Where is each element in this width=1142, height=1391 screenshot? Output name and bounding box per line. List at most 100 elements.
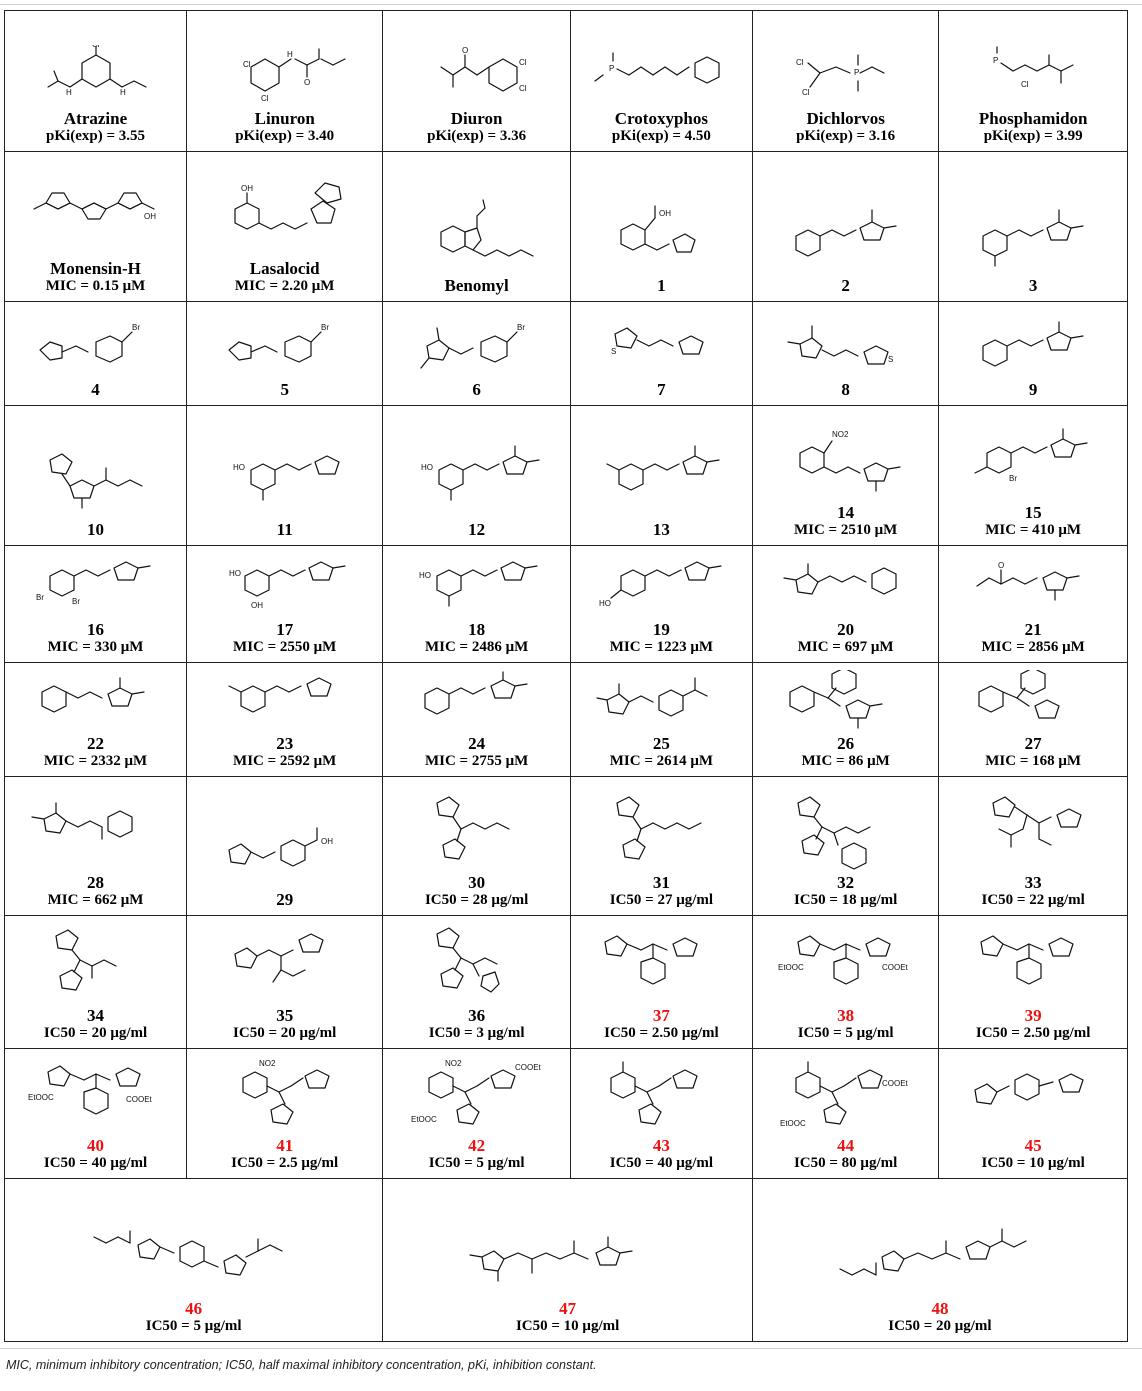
table-row: 10 HO 11 HO 12 bbox=[3, 405, 1128, 546]
activity-value: pKi(exp) = 3.16 bbox=[796, 128, 896, 144]
svg-text:Br: Br bbox=[36, 593, 44, 602]
activity-value: IC50 = 2.50 μg/ml bbox=[604, 1025, 719, 1041]
compound-cell-38: EtOOC COOEt 38 IC50 = 5 μg/ml bbox=[751, 915, 940, 1049]
compound-name: 31 bbox=[652, 873, 670, 892]
structure-8: S bbox=[787, 325, 893, 365]
svg-text:Cl: Cl bbox=[243, 60, 251, 69]
activity-value: pKi(exp) = 3.36 bbox=[427, 128, 527, 144]
structure-7: S bbox=[611, 327, 704, 356]
svg-text:Cl: Cl bbox=[519, 84, 527, 93]
structure-lasalocid: OH bbox=[234, 182, 342, 230]
activity-value: IC50 = 20 μg/ml bbox=[888, 1318, 992, 1334]
compound-cell-41: NO2 41 IC50 = 2.5 μg/ml bbox=[186, 1048, 384, 1179]
activity-value: pKi(exp) = 3.55 bbox=[46, 128, 145, 144]
structure-45 bbox=[974, 1073, 1084, 1105]
compound-name: 1 bbox=[657, 276, 666, 295]
compound-cell-25: 25 MIC = 2614 μM bbox=[569, 662, 753, 777]
svg-text:Cl: Cl bbox=[796, 58, 804, 67]
compound-name: Linuron bbox=[254, 109, 315, 128]
compound-name: 13 bbox=[652, 520, 670, 539]
structure-14: NO2 bbox=[799, 430, 901, 492]
svg-text:EtOOC: EtOOC bbox=[778, 963, 804, 972]
compound-name: 9 bbox=[1028, 380, 1038, 399]
compound-cell-40: EtOOC COOEt 40 IC50 = 40 μg/ml bbox=[3, 1048, 188, 1179]
structure-24 bbox=[424, 671, 528, 715]
structure-atrazine: Cl HH bbox=[46, 45, 147, 97]
compound-name: 47 bbox=[559, 1299, 577, 1318]
activity-value: IC50 = 40 μg/ml bbox=[609, 1155, 714, 1171]
compound-name: 28 bbox=[87, 873, 105, 892]
compound-cell-45: 45 IC50 = 10 μg/ml bbox=[938, 1048, 1128, 1179]
activity-value: MIC = 410 μM bbox=[985, 522, 1082, 538]
svg-text:S: S bbox=[888, 355, 893, 364]
svg-text:O: O bbox=[998, 561, 1004, 570]
activity-value: IC50 = 5 μg/ml bbox=[797, 1025, 894, 1041]
table-row: OH Monensin-H MIC = 0.15 μM OH Lasalocid… bbox=[3, 151, 1128, 302]
structure-4: Br bbox=[38, 323, 140, 363]
compound-cell-monensin: OH Monensin-H MIC = 0.15 μM bbox=[3, 151, 188, 302]
compound-cell-46: 46 IC50 = 5 μg/ml bbox=[3, 1178, 384, 1342]
svg-text:EtOOC: EtOOC bbox=[780, 1119, 806, 1128]
activity-value: MIC = 330 μM bbox=[47, 639, 144, 655]
compound-cell-9: 9 bbox=[938, 301, 1128, 406]
structure-42: NO2 COOEt EtOOC bbox=[411, 1059, 541, 1125]
svg-text:H: H bbox=[120, 88, 126, 97]
structure-12: HO bbox=[421, 445, 540, 501]
structure-13 bbox=[606, 445, 720, 491]
compound-name: 48 bbox=[931, 1299, 949, 1318]
structure-39 bbox=[980, 935, 1074, 985]
structure-33 bbox=[992, 796, 1082, 848]
table-row: 46 IC50 = 5 μg/ml 47 IC50 = 10 μg/ml bbox=[3, 1178, 1129, 1342]
compound-cell-lasalocid: OH Lasalocid MIC = 2.20 μM bbox=[186, 151, 384, 302]
svg-text:Cl: Cl bbox=[802, 88, 810, 97]
activity-value: IC50 = 5 μg/ml bbox=[428, 1155, 525, 1171]
compound-name: 39 bbox=[1024, 1006, 1042, 1025]
structure-5: Br bbox=[228, 323, 329, 363]
compound-name: 16 bbox=[87, 620, 105, 639]
svg-text:COOEt: COOEt bbox=[882, 963, 909, 972]
activity-value: IC50 = 5 μg/ml bbox=[145, 1318, 242, 1334]
svg-text:P: P bbox=[993, 56, 998, 65]
structure-2 bbox=[795, 209, 897, 257]
compound-cell-2: 2 bbox=[751, 151, 940, 302]
compound-name: 8 bbox=[841, 380, 850, 399]
svg-text:S: S bbox=[611, 347, 616, 356]
compound-cell-8: S 8 bbox=[751, 301, 940, 406]
compound-cell-44: COOEt EtOOC 44 IC50 = 80 μg/ml bbox=[751, 1048, 940, 1179]
compound-cell-20: 20 MIC = 697 μM bbox=[751, 545, 940, 663]
structure-26 bbox=[789, 670, 883, 729]
compound-name: 20 bbox=[837, 620, 855, 639]
structure-21: O bbox=[976, 561, 1080, 601]
compound-name: 7 bbox=[657, 380, 666, 399]
compound-cell-phosphamidon: P Cl Phosphamidon pKi(exp) = 3.99 bbox=[938, 10, 1128, 152]
activity-value: pKi(exp) = 4.50 bbox=[611, 128, 711, 144]
compound-name: 23 bbox=[276, 734, 294, 753]
compound-cell-43: 43 IC50 = 40 μg/ml bbox=[569, 1048, 753, 1179]
activity-value: IC50 = 28 μg/ml bbox=[424, 892, 529, 908]
svg-text:H: H bbox=[287, 50, 293, 59]
compound-name: 46 bbox=[185, 1299, 203, 1318]
compound-cell-3: 3 bbox=[938, 151, 1128, 302]
compound-name: 27 bbox=[1024, 734, 1042, 753]
svg-text:P: P bbox=[609, 64, 614, 73]
activity-value: MIC = 662 μM bbox=[47, 892, 144, 908]
structure-46 bbox=[93, 1230, 283, 1276]
table-row: Br 4 Br 5 Br 6 S bbox=[3, 301, 1128, 406]
compound-name: 42 bbox=[468, 1136, 486, 1155]
activity-value: IC50 = 22 μg/ml bbox=[981, 892, 1085, 908]
compound-name: Crotoxyphos bbox=[614, 109, 708, 128]
activity-value: IC50 = 10 μg/ml bbox=[981, 1155, 1085, 1171]
structure-6: Br bbox=[420, 323, 525, 369]
bottom-rule bbox=[0, 1348, 1142, 1349]
compound-name: 38 bbox=[837, 1006, 855, 1025]
compound-cell-42: NO2 COOEt EtOOC 42 IC50 = 5 μg/ml bbox=[382, 1048, 571, 1179]
activity-value: MIC = 2755 μM bbox=[424, 753, 529, 769]
compound-cell-4: Br 4 bbox=[3, 301, 188, 406]
structure-29: OH bbox=[228, 827, 333, 867]
